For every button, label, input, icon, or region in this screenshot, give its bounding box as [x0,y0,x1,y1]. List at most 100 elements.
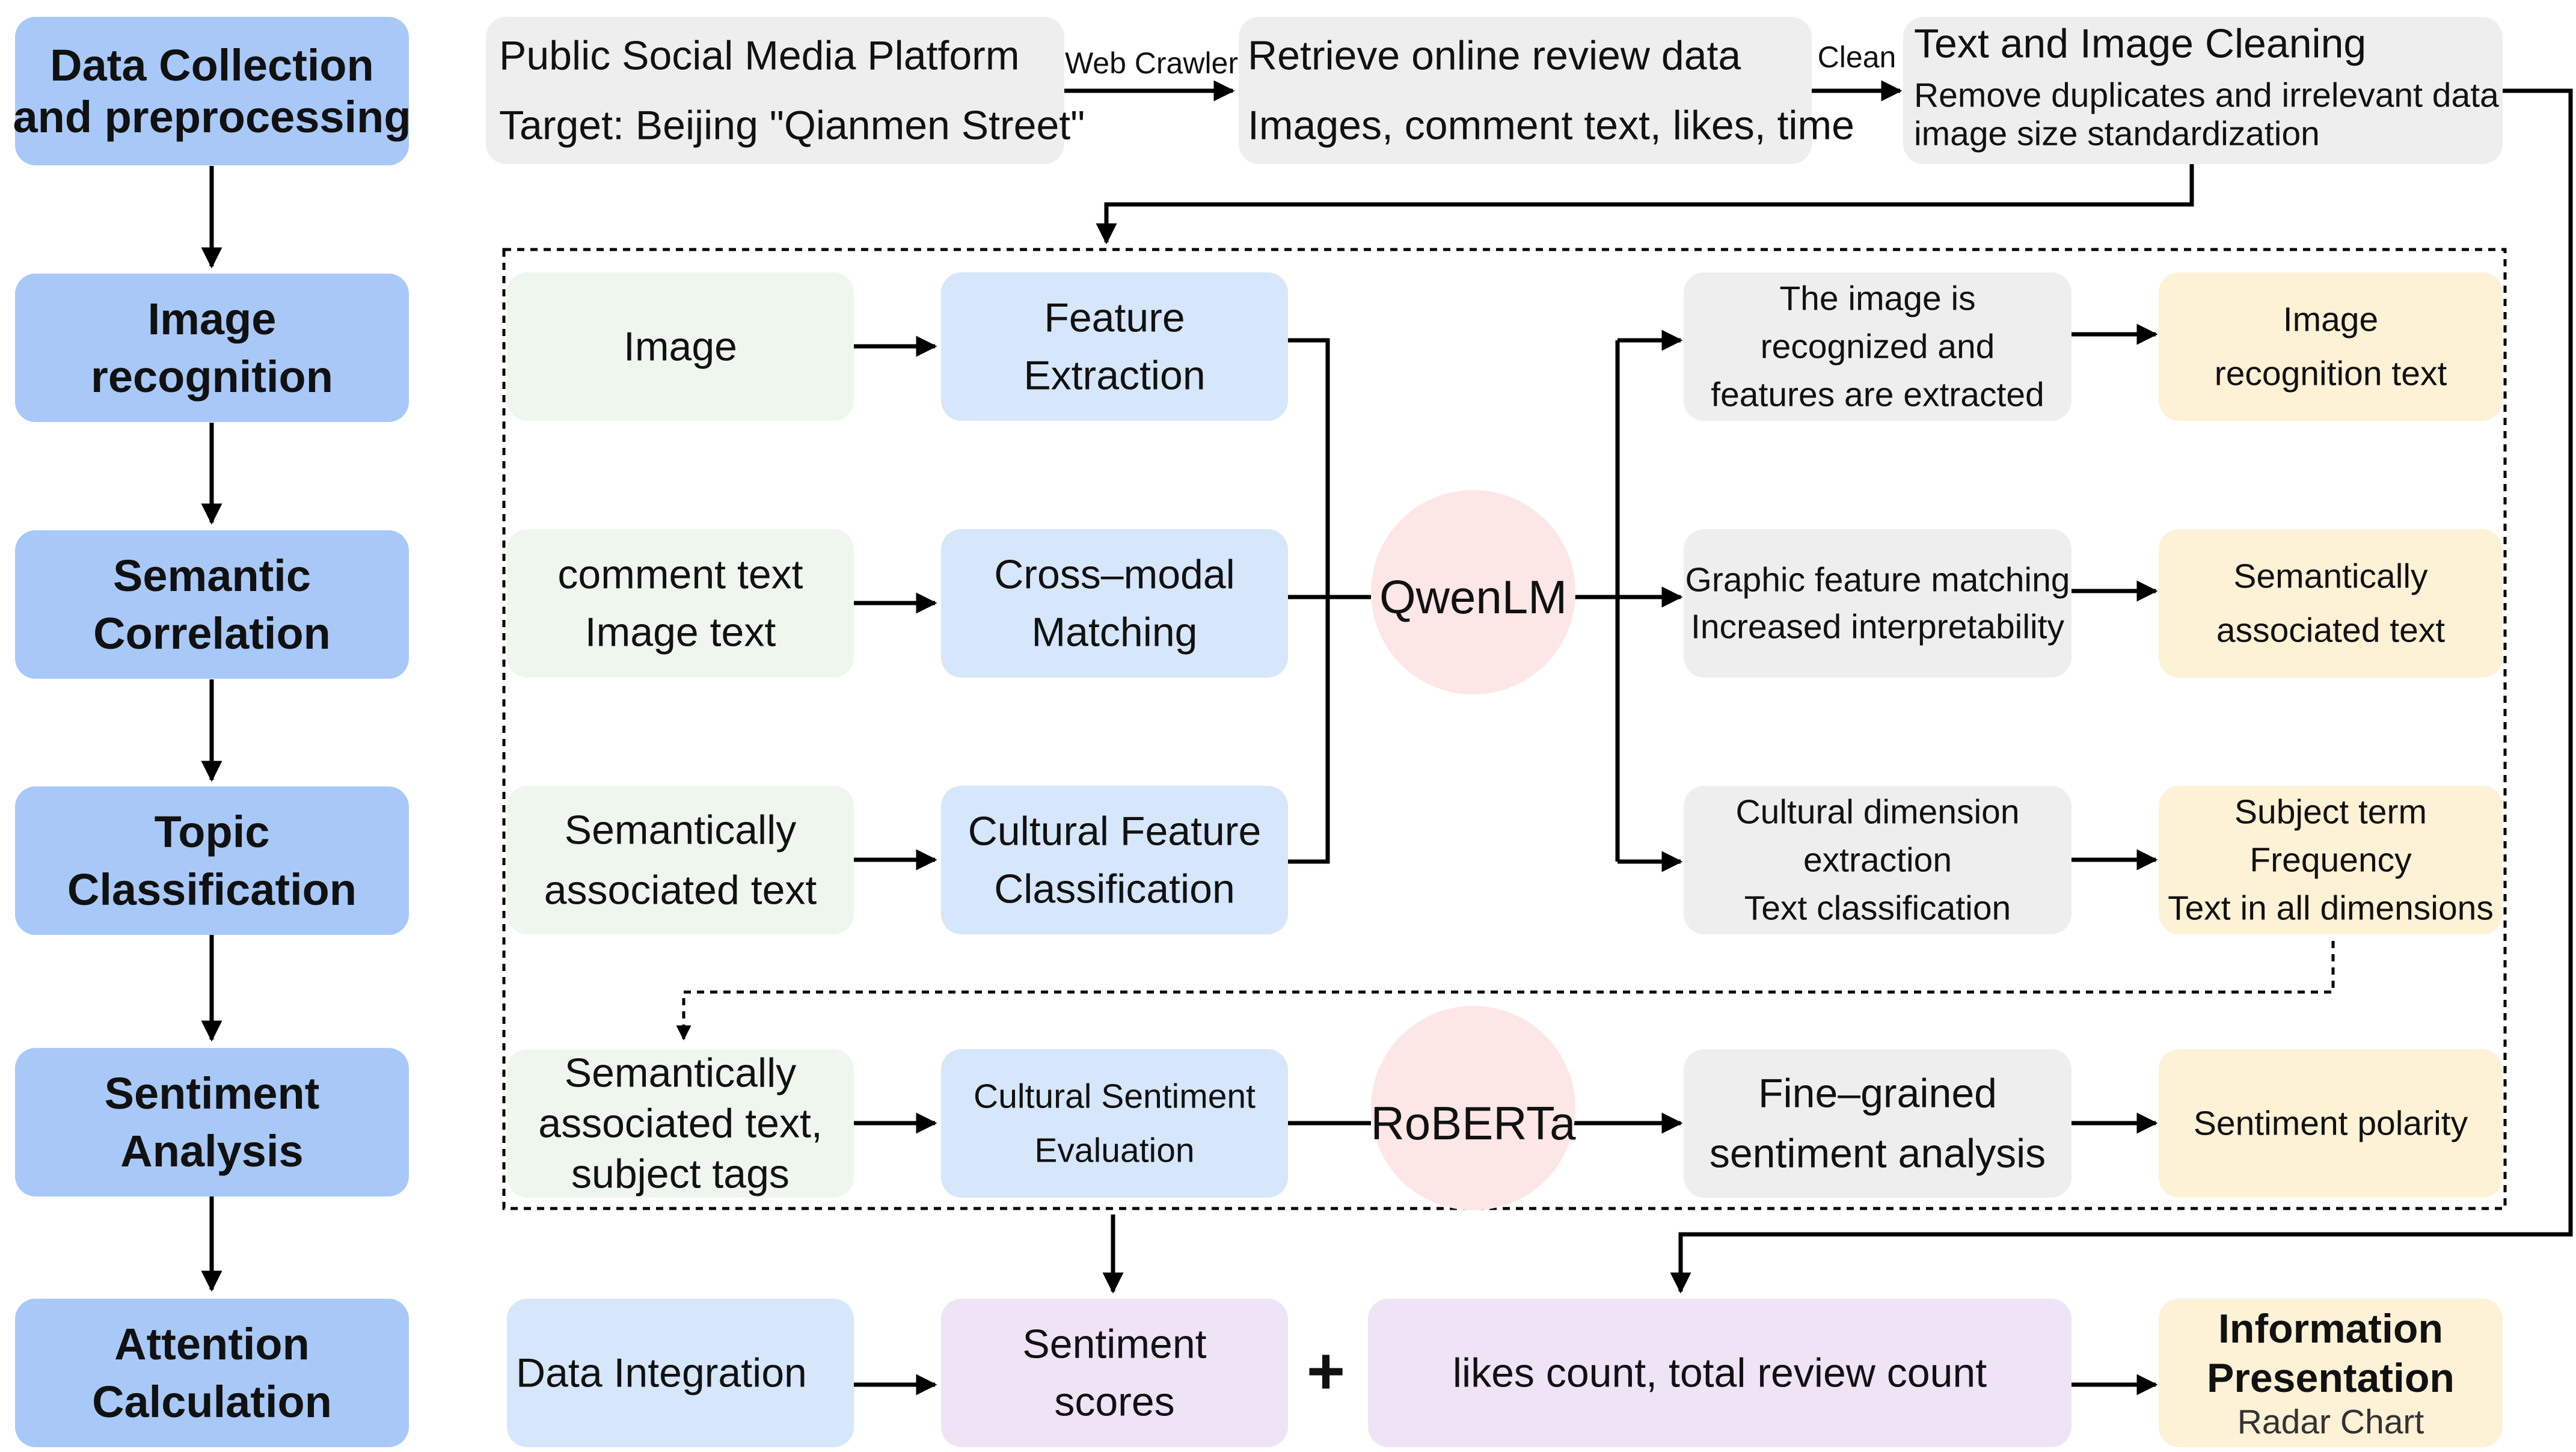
box-label-line: Image [2283,301,2378,339]
box-background [2159,272,2503,421]
connectors [201,80,2573,1395]
box-label-line: Cross–modal [994,552,1235,598]
box-label-line: Data Collection [50,40,374,90]
box-label-line: likes count, total review count [1453,1350,1987,1396]
box-label-line: Image [148,294,277,344]
box-label-line: Semantically [2233,557,2428,596]
box-background [1684,272,2072,421]
box-label-line: Semantically [565,1050,797,1096]
box-label-line: Correlation [93,608,331,658]
box-label-line: Sentiment [105,1068,320,1118]
box-label-line: image size standardization [1914,115,2320,153]
box-label-line: Image text [585,610,776,655]
box-label-line: Text and Image Cleaning [1914,21,2366,67]
box-label-line: Fine–grained [1758,1071,1997,1117]
box-label-line: Classification [994,866,1235,912]
presentation-title-line: Information [2218,1306,2443,1352]
box-label-line: Topic [155,807,270,857]
box-background [941,529,1288,678]
box-label-line: Cultural Sentiment [974,1077,1256,1116]
presentation-title-line: Presentation [2207,1355,2455,1401]
box-label-line: comment text [557,552,803,598]
box-background [941,272,1288,421]
sentiment-scores-box: Sentiment scores [941,1299,1288,1447]
box-background [941,786,1288,934]
box-label-line: Image [624,324,737,370]
box-label-line: Attention [114,1319,310,1369]
box-background [1684,529,2072,678]
model-circle [1371,490,1575,694]
processing-frame [502,248,2507,1210]
box-label-line: Public Social Media Platform [499,33,1019,79]
arrow-cleaning-to-likes [1670,88,2573,1294]
box-label-line: Sentiment [1022,1322,1206,1367]
box-background [941,1299,1288,1447]
box-background [507,272,854,421]
box-background [1239,17,1812,164]
box-label-line: recognized and [1761,328,1995,366]
box-label-line: associated text [544,868,817,913]
box-label-line: Calculation [92,1377,332,1427]
box-background [15,1048,409,1196]
box-label-line: Text classification [1744,889,2011,928]
box-label-line: Increased interpretability [1691,608,2064,646]
box-label-line: Semantically [565,807,797,853]
box-label-line: The image is [1779,280,1975,318]
model-label: QwenLM [1379,571,1567,623]
data-integration-box: Data Integration [507,1299,854,1447]
box-label-line: Retrieve online review data [1248,33,1741,79]
box-label-line: Evaluation [1034,1132,1194,1170]
box-background [507,529,854,678]
box-label-line: recognition text [2215,355,2447,393]
box-label-line: Extraction [1023,353,1205,399]
box-label-line: Target: Beijing "Qianmen Street" [499,103,1085,149]
polarity-output-box: Sentiment polarity [2159,1049,2503,1198]
box-label-line: Data Integration [516,1350,807,1396]
box-label-line: features are extracted [1711,376,2044,414]
box-label-line: Sentiment polarity [2194,1104,2468,1143]
box-label-line: sentiment analysis [1710,1131,2046,1177]
box-background [507,786,854,934]
model-label: RoBERTa [1370,1097,1576,1150]
box-label-line: recognition [91,352,333,402]
box-background [941,1049,1288,1198]
box-background [2159,529,2503,678]
box-background [1903,17,2503,164]
box-background [2159,1299,2503,1447]
box-label-line: extraction [1803,841,1952,880]
arrow-cleaning-to-frame [1096,164,2194,245]
box-label-line: scores [1054,1379,1174,1425]
likes-count-box: likes count, total review count [1368,1299,2072,1447]
box-background [15,530,409,679]
box-label-line: and preprocessing [13,92,411,142]
box-background [2159,1049,2503,1198]
box-background [15,274,409,422]
finegrained-box: Fine–grained sentiment analysis [1684,1049,2072,1198]
box-label-line: Semantic [113,551,311,601]
plus-sign: + [1307,1334,1345,1408]
box-label-line: Feature [1044,295,1185,341]
web-crawler-label: Web Crawler [1065,46,1238,80]
stage-image-recognition: Image recognition [15,274,409,422]
model-circle [1371,1006,1575,1210]
box-label-line: Frequency [2249,841,2412,880]
